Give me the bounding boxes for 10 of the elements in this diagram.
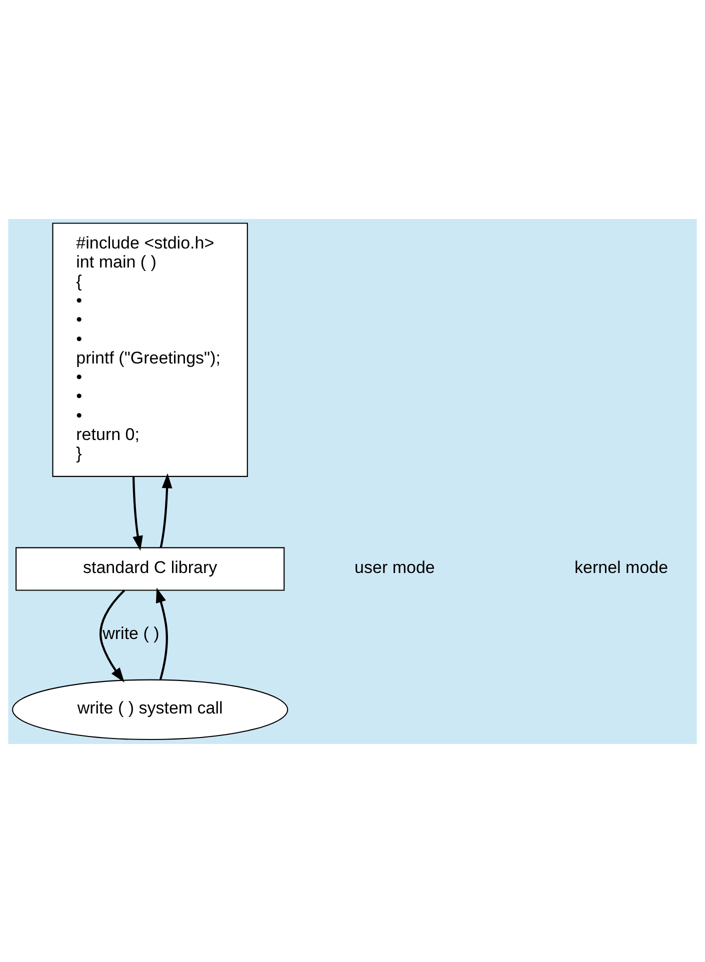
node-box: #include <stdio.h> int main ( ) { • • • printf ("Greetings"); • • • return 0; }	[52, 222, 248, 476]
arrow	[132, 476, 143, 550]
node-box: standard C library	[16, 546, 285, 590]
label: kernel mode	[574, 557, 668, 576]
arrow	[100, 589, 126, 682]
edge-label: write ( )	[102, 623, 160, 642]
arrow	[160, 472, 172, 548]
node-ellipse: write ( ) system call	[12, 678, 288, 740]
arrow	[156, 587, 168, 680]
label: user mode	[354, 557, 435, 576]
